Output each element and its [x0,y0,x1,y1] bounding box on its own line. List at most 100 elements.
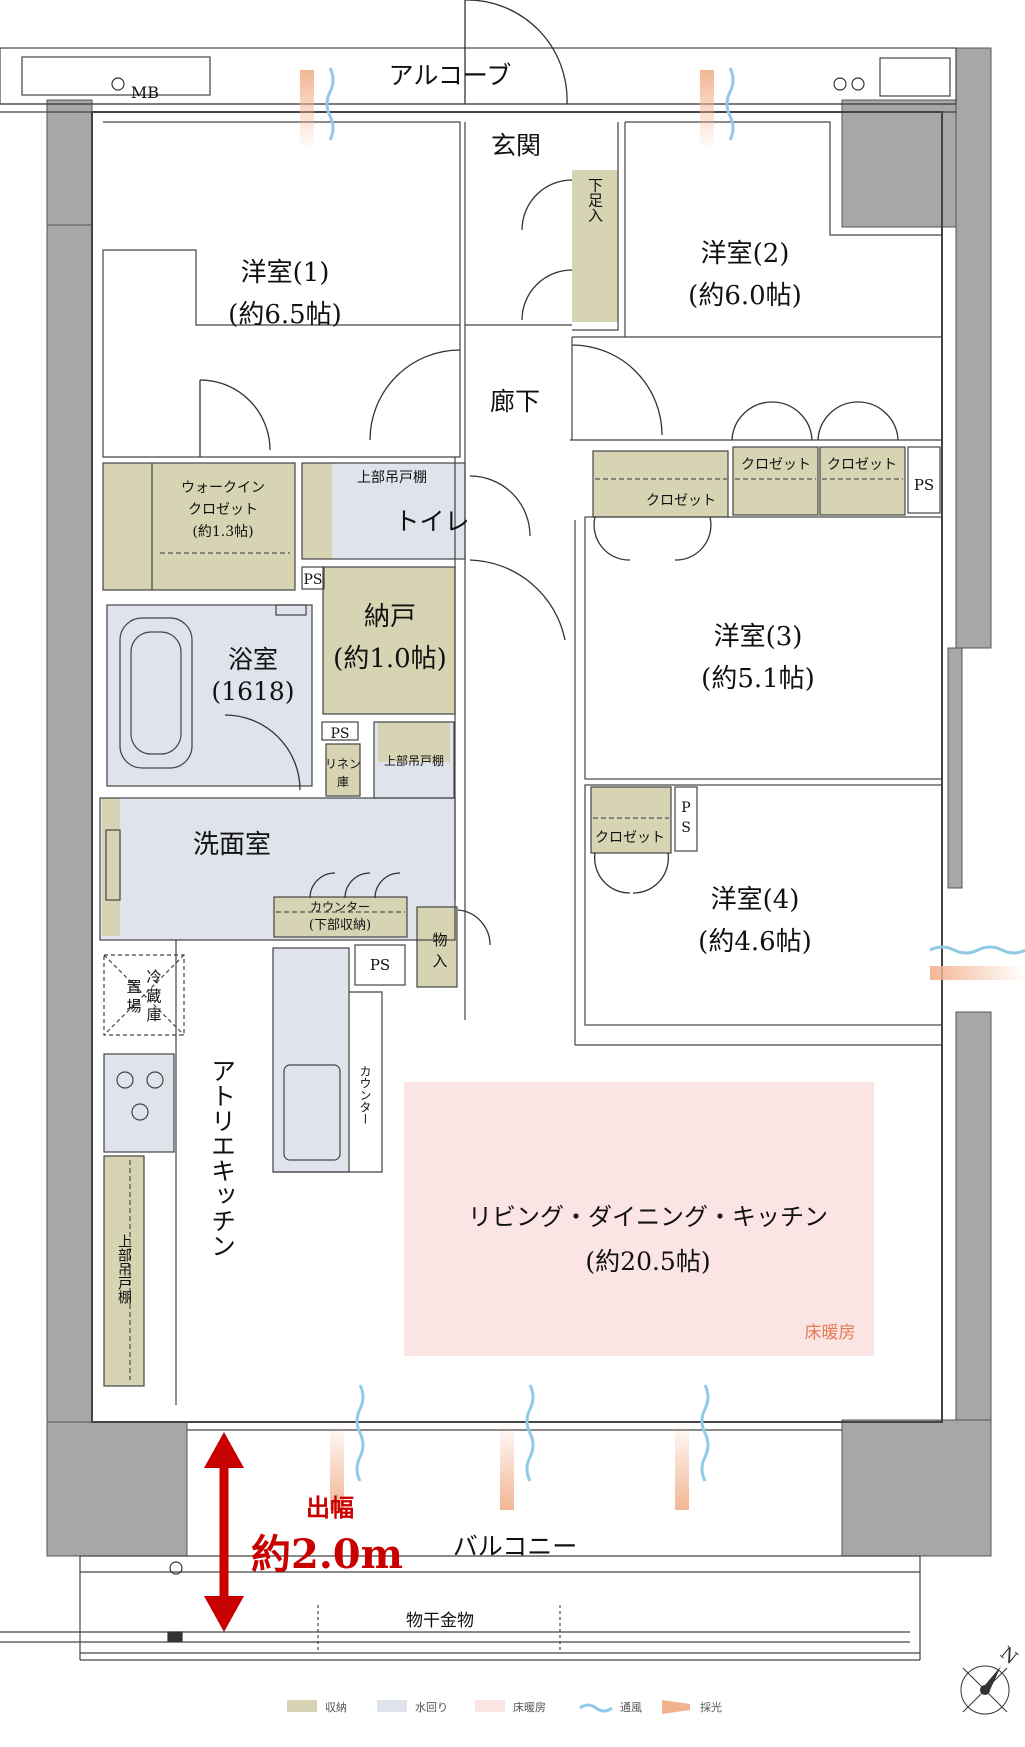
western3-name: 洋室(3) [714,622,803,652]
ventilation-wave-4 [525,1384,535,1482]
western2-size: (約6.0帖) [688,281,802,311]
western1-size: (約6.5帖) [228,300,342,330]
entrance-label: 玄関 [491,131,541,160]
door-storeroom [469,559,566,641]
washroom-label: 洗面室 [193,830,271,860]
western4-name: 洋室(4) [711,885,800,915]
ps-walkin-label: PS [303,572,322,588]
ventilation-wave-1 [325,67,335,141]
fill-layer [100,170,905,1386]
ventilation-wave-3 [355,1384,365,1482]
compass-north-label: N [996,1643,1022,1669]
airflow-marks [300,67,1025,1510]
western2-name: 洋室(2) [701,239,790,269]
door-swings [199,0,899,946]
ps-kitchen-label: PS [370,956,390,974]
closet-door-5 [593,516,631,561]
drain-icon [169,1561,183,1575]
legend-swatch-storage [287,1700,317,1712]
closet-w4 [591,787,671,853]
storage-box [417,907,457,987]
wash-side-storage [102,798,120,936]
closet-w2-b [820,447,905,515]
counter-vertical-label: カウンター [358,1065,372,1125]
walkin-label-3: (約1.3帖) [192,524,253,540]
walkin-closet [103,463,295,590]
legend-label-daylight: 採光 [700,1700,722,1714]
ldk-size: (約20.5帖) [585,1247,710,1276]
column-bottom-left [46,1421,188,1557]
western3-size: (約5.1帖) [701,664,815,694]
laundry-hardware-label: 物干金物 [406,1611,474,1631]
ps-w4-label-2: S [681,820,691,836]
legend-label-ventilation: 通風 [620,1701,642,1714]
balcony-label: バルコニー [453,1532,578,1561]
legend-swatch-water [377,1700,407,1712]
bath-name: 浴室 [228,645,278,674]
linen-label-2: 庫 [337,775,349,789]
legend-ventilation-icon [579,1703,613,1713]
linen-label-1: リネン [325,757,361,771]
storage-label-1: 物 [432,931,447,949]
wash-cabinet-label: 上部吊戸棚 [384,753,444,768]
bath-size: (1618) [211,677,294,706]
ventilation-wave-6 [929,945,1025,955]
legend-label-floor-heating: 床暖房 [513,1700,546,1714]
front-door-swing [465,0,568,105]
ventilation-wave-5 [700,1384,710,1482]
closet-w3-left [593,451,728,517]
closet-door-3 [817,401,859,441]
stove-area [104,1054,174,1152]
toilet-label: トイレ [394,507,469,536]
counter-storage [274,897,407,937]
counter-label-2: (下部収納) [309,918,371,933]
daylight-ray-1 [300,70,314,150]
daylight-ray-4 [500,1420,514,1510]
closet-label-c: クロゼット [827,457,897,473]
ps-w4-label-1: P [681,800,690,816]
western4-size: (約4.6帖) [698,927,812,957]
alcove-label: アルコーブ [389,61,512,90]
upper-cabinet-wash [378,722,450,762]
legend-daylight-icon [662,1700,690,1714]
storeroom-name: 納戸 [364,602,416,632]
closet-label-d: クロゼット [595,830,665,846]
mb-label: MB [131,83,159,102]
ps-storeroom-label: PS [330,726,349,742]
overhang-arrow [204,1432,244,1632]
walkin-label-2: クロゼット [188,502,258,518]
closet-door-7 [593,852,631,894]
upper-cabinet-vertical-label: 上部吊戸棚 [116,1234,132,1304]
misc-symbols [111,77,865,1642]
shoe-storage-label: 下足入 [586,178,604,223]
door-w1 [199,379,271,451]
daylight-ray-3 [330,1420,344,1510]
labels: アルコーブ MB 玄関 下足入 洋室(1) (約6.5帖) 洋室(2) (約6.… [116,61,934,1631]
overhang-title: 出幅 [306,1493,354,1522]
door-hall-left [369,349,461,441]
vent-grille-icon [167,1631,183,1642]
western1-name: 洋室(1) [241,258,330,288]
door-toilet [469,475,531,537]
closet-label-b: クロゼット [741,457,811,473]
compass-icon: N [960,1643,1022,1715]
walkin-label-1: ウォークイン [181,480,265,496]
linen-closet [326,744,360,796]
ldk-floor-heating-area [404,1082,874,1356]
ps-right-top-label: PS [914,476,934,494]
ventilation-wave-2 [725,67,735,141]
hallway-label: 廊下 [490,387,540,416]
closet-label-a: クロゼット [646,493,716,509]
mb-meter-icon [111,77,125,91]
daylight-ray-5 [675,1420,689,1510]
wash-door-2 [344,872,371,899]
column-top-left [46,99,93,229]
column-bottom-right [841,1419,992,1557]
structure-layer [46,47,992,1557]
fridge-label-1: 冷 [146,968,161,986]
wall-right-outer [955,47,992,649]
wash-door-3 [374,872,401,899]
ldk-name: リビング・ダイニング・キッチン [468,1203,828,1231]
wash-door-1 [309,872,336,899]
legend-swatch-floor-heating [475,1700,505,1712]
